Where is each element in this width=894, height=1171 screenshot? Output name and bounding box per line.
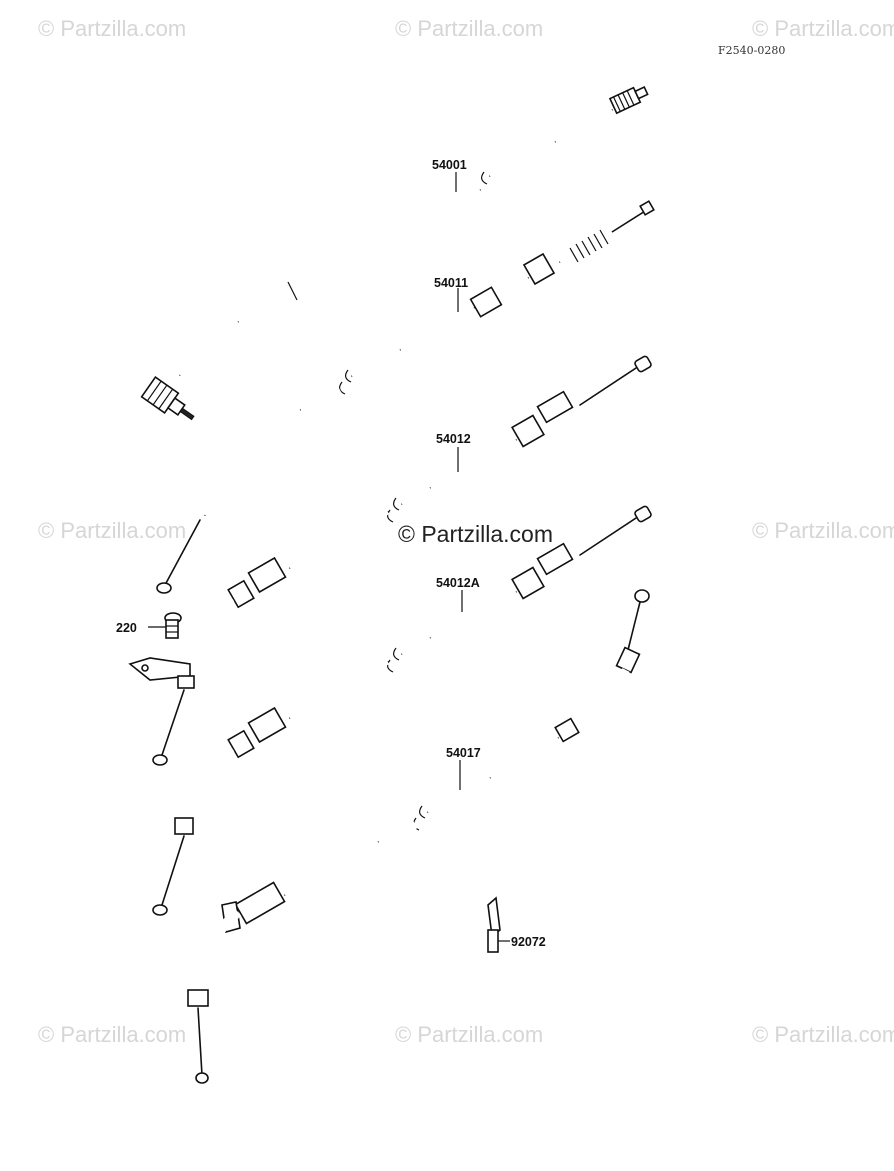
cable-54012A[interactable]	[152, 505, 652, 916]
part-label-54012A: 54012A	[436, 576, 480, 590]
cable-54017[interactable]	[187, 589, 650, 1084]
watermark-top-right: © Partzilla.com	[752, 16, 894, 41]
part-label-54011: 54011	[434, 276, 468, 290]
part-label-220: 220	[116, 621, 137, 635]
leader-lines	[148, 172, 510, 942]
part-label-54017: 54017	[446, 746, 481, 760]
watermark-top-center: © Partzilla.com	[395, 16, 544, 41]
part-label-54012: 54012	[436, 432, 471, 446]
bolt-220[interactable]	[164, 612, 182, 639]
watermark-mid-right: © Partzilla.com	[752, 518, 894, 543]
clamp-92072[interactable]	[445, 896, 501, 963]
watermark-top-left: © Partzilla.com	[38, 16, 187, 41]
watermark-bottom-center: © Partzilla.com	[395, 1022, 544, 1047]
part-label-54001: 54001	[432, 158, 467, 172]
cable-54012[interactable]	[128, 355, 652, 766]
watermark-mid-left: © Partzilla.com	[38, 518, 187, 543]
cable-54011[interactable]	[156, 200, 655, 594]
watermark-bottom-left: © Partzilla.com	[38, 1022, 187, 1047]
part-label-92072: 92072	[511, 935, 546, 949]
watermark-bottom-right: © Partzilla.com	[752, 1022, 894, 1047]
watermark-center: © Partzilla.com	[396, 521, 555, 548]
cable-54001[interactable]	[140, 83, 650, 427]
diagram-code: F2540-0280	[718, 44, 786, 57]
